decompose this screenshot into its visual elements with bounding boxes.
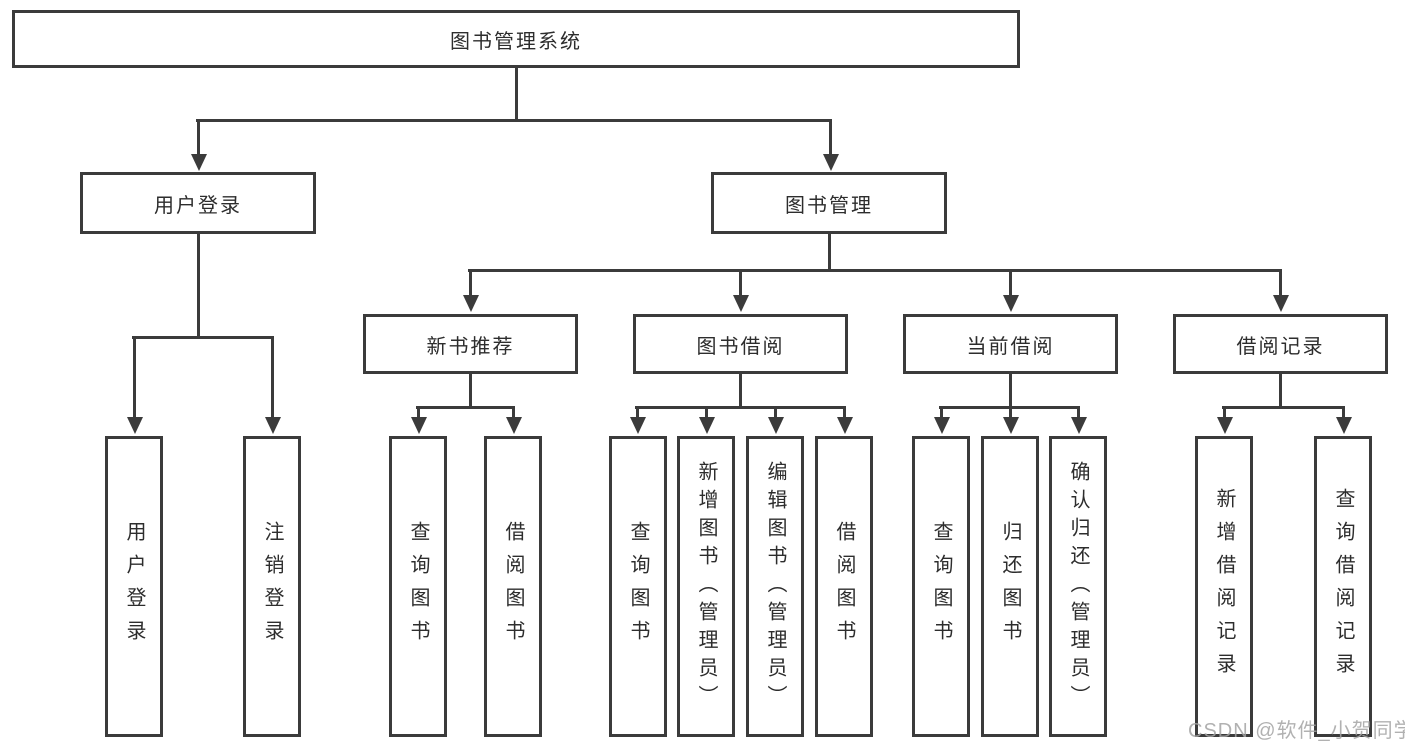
leaf-borrow-books-2: 借阅图书 xyxy=(815,436,873,737)
connector-book-management-drop xyxy=(828,233,831,271)
arrow-to-leaf-confirm-return xyxy=(1077,407,1080,417)
leaf-edit-book-admin: 编辑图书（管理员） xyxy=(746,436,804,737)
arrow-to-user-login xyxy=(197,120,200,154)
arrow-to-book-borrow xyxy=(739,270,742,295)
leaf-borrow-books-1: 借阅图书 xyxy=(484,436,542,737)
node-user-login: 用户登录 xyxy=(80,172,316,234)
arrow-to-current-borrow xyxy=(1009,270,1012,295)
connector-book-borrow-rail xyxy=(635,406,846,409)
leaf-return-book: 归还图书 xyxy=(981,436,1039,737)
leaf-query-books-3: 查询图书 xyxy=(912,436,970,737)
node-book-borrow: 图书借阅 xyxy=(633,314,848,374)
arrow-to-leaf-query-books-2 xyxy=(636,407,639,417)
connector-borrow-records-drop xyxy=(1279,373,1282,408)
leaf-logout: 注销登录 xyxy=(243,436,301,737)
leaf-user-login: 用户登录 xyxy=(105,436,163,737)
node-root-system: 图书管理系统 xyxy=(12,10,1020,68)
arrow-to-leaf-borrow-books-2 xyxy=(843,407,846,417)
arrow-to-book-management xyxy=(829,120,832,154)
node-new-book-recommend: 新书推荐 xyxy=(363,314,578,374)
leaf-add-book-admin: 新增图书（管理员） xyxy=(677,436,735,737)
arrow-to-leaf-return-book xyxy=(1009,407,1012,417)
arrow-to-new-book-recommend xyxy=(469,270,472,295)
leaf-query-books-2: 查询图书 xyxy=(609,436,667,737)
arrow-to-leaf-query-record xyxy=(1342,407,1345,417)
connector-user-login-drop xyxy=(197,233,200,338)
arrow-to-leaf-query-books-3 xyxy=(940,407,943,417)
connector-level2-rail xyxy=(196,119,832,122)
arrow-to-leaf-add-book xyxy=(705,407,708,417)
arrow-to-leaf-borrow-books-1 xyxy=(512,407,515,417)
leaf-query-books-1: 查询图书 xyxy=(389,436,447,737)
arrow-to-leaf-logout xyxy=(271,337,274,417)
arrow-to-leaf-query-books-1 xyxy=(417,407,420,417)
leaf-query-borrow-record: 查询借阅记录 xyxy=(1314,436,1372,737)
arrow-to-leaf-edit-book xyxy=(774,407,777,417)
arrow-to-leaf-user-login xyxy=(133,337,136,417)
connector-root-drop xyxy=(515,68,518,121)
arrow-to-leaf-add-record xyxy=(1223,407,1226,417)
connector-level3-rail xyxy=(468,269,1282,272)
connector-new-book-recommend-rail xyxy=(416,406,515,409)
connector-book-borrow-drop xyxy=(739,373,742,408)
leaf-add-borrow-record: 新增借阅记录 xyxy=(1195,436,1253,737)
node-book-management: 图书管理 xyxy=(711,172,947,234)
connector-user-login-rail xyxy=(132,336,274,339)
csdn-watermark: CSDN @软件_小贺同学 xyxy=(1188,720,1405,742)
connector-borrow-records-rail xyxy=(1222,406,1345,409)
arrow-to-borrow-records xyxy=(1279,270,1282,295)
connector-new-book-recommend-drop xyxy=(469,373,472,408)
node-borrow-records: 借阅记录 xyxy=(1173,314,1388,374)
connector-current-borrow-drop xyxy=(1009,373,1012,408)
node-current-borrow: 当前借阅 xyxy=(903,314,1118,374)
leaf-confirm-return-admin: 确认归还（管理员） xyxy=(1049,436,1107,737)
